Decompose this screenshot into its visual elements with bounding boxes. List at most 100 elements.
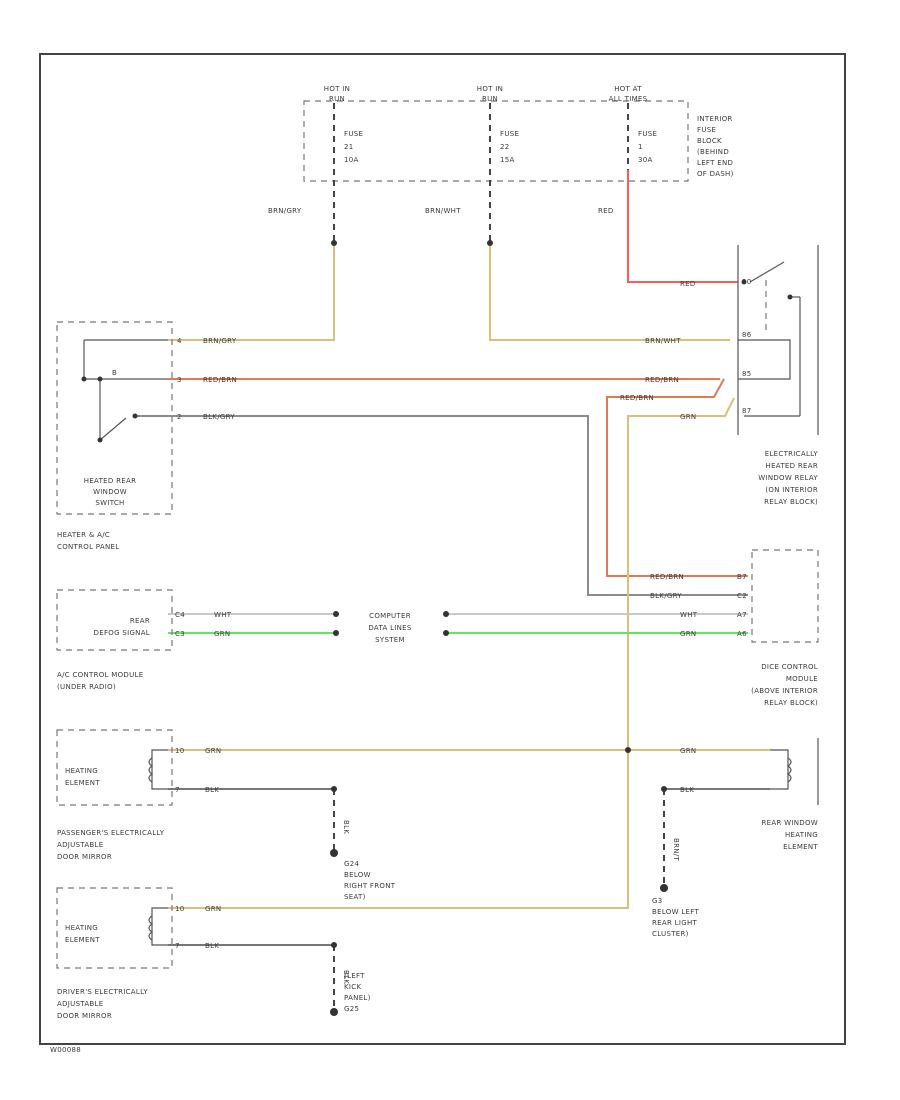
relay-pin-87: 87	[742, 407, 752, 415]
driver-pin-7: 7	[175, 942, 180, 950]
wire-label-blk-gry: BLK/GRY	[203, 413, 235, 421]
ac-pin-c4: C4	[175, 611, 185, 619]
wire-label-grn-relay: GRN	[680, 413, 696, 421]
wire-label-brn-wht-top: BRN/WHT	[425, 207, 461, 215]
ground-dot	[331, 942, 337, 948]
switch-pin-4: 4	[177, 337, 182, 345]
switch-node	[132, 413, 138, 419]
dice-module-box	[751, 549, 819, 643]
wire-red-brn-branch	[606, 378, 748, 577]
dice-pin-b7: B7	[737, 573, 747, 581]
wire-label-red-brn: RED/BRN	[203, 376, 237, 384]
wire-label-brn-gry: BRN/GRY	[203, 337, 237, 345]
rear-element-coil	[770, 749, 789, 790]
relay-pin-86: 86	[742, 331, 752, 339]
fuse-block-box	[303, 100, 689, 182]
ac-module-label: A/C CONTROL MODULE(UNDER RADIO)	[57, 671, 143, 691]
rear-element-coil	[786, 757, 792, 783]
data-line-arrow	[333, 630, 339, 636]
heating-element-coil	[148, 915, 154, 941]
ground-dot	[661, 786, 667, 792]
wire-label-red-top: RED	[598, 207, 614, 215]
switch-pin-dot-label: B	[112, 369, 117, 377]
switch-contact	[99, 417, 127, 441]
heating-element-coil	[151, 907, 168, 946]
data-line-arrow	[333, 611, 339, 617]
dice-pin-a7: A7	[737, 611, 747, 619]
wire-label-grn-ac: GRN	[214, 630, 230, 638]
wire-label-red-brn-relay-2: RED/BRN	[620, 394, 654, 402]
wire-label-grn-mod: GRN	[680, 630, 696, 638]
splice-dot	[331, 240, 337, 246]
switch-node	[81, 376, 87, 382]
ground-dot	[660, 884, 668, 892]
ground-wire-label: BLK	[342, 970, 350, 984]
dice-pin-a6: A6	[737, 630, 747, 638]
ac-module-box	[56, 589, 173, 651]
diagram-frame	[39, 53, 846, 1045]
switch-pin-3: 3	[177, 376, 182, 384]
wire-label-brn-gry-top: BRN/GRY	[268, 207, 302, 215]
wire-label-grn-rear: GRN	[680, 747, 696, 755]
wire-label-wht-mod: WHT	[680, 611, 698, 619]
wire-label-grn-pass: GRN	[205, 747, 221, 755]
switch-pin-2: 2	[177, 413, 182, 421]
wire-label-blk-gry-mod: BLK/GRY	[650, 592, 682, 600]
pass-pin-7: 7	[175, 786, 180, 794]
wire-label-blk-rear: BLK	[680, 786, 694, 794]
wire-label-red-brn-mod: RED/BRN	[650, 573, 684, 581]
ground-wire-label: BLK	[342, 820, 350, 834]
splice-dot	[625, 747, 631, 753]
data-line-arrow	[443, 611, 449, 617]
ac-pin-c3: C3	[175, 630, 185, 638]
ground-dot	[331, 786, 337, 792]
switch-node	[97, 437, 103, 443]
wire-label-red-brn-relay: RED/BRN	[645, 376, 679, 384]
wire-label-blk-driver: BLK	[205, 942, 219, 950]
heating-element-coil	[151, 749, 168, 790]
wire-label-blk-pass: BLK	[205, 786, 219, 794]
relay-pin-85: 85	[742, 370, 752, 378]
driver-pin-10: 10	[175, 905, 185, 913]
ground-wire-label: BRN/T	[672, 838, 680, 861]
wire-brn-wht	[489, 246, 730, 341]
ground-dot	[330, 849, 338, 857]
splice-dot	[487, 240, 493, 246]
driver-mirror-box	[56, 887, 173, 969]
ground-dot	[330, 1008, 338, 1016]
pass-pin-10: 10	[175, 747, 185, 755]
wire-red	[627, 170, 738, 283]
wire-grn-relay	[168, 397, 735, 909]
wire-label-wht-ac: WHT	[214, 611, 232, 619]
relay-contact	[749, 261, 785, 283]
wire-label-grn-driver: GRN	[205, 905, 221, 913]
data-line-arrow	[443, 630, 449, 636]
relay-coil	[738, 339, 791, 380]
relay-node	[787, 294, 793, 300]
heating-element-coil	[148, 757, 154, 783]
wire-label-brn-wht-relay: BRN/WHT	[645, 337, 681, 345]
wire-label-red-relay: RED	[680, 280, 696, 288]
switch-node	[97, 376, 103, 382]
wire-brn-gry	[168, 246, 335, 341]
